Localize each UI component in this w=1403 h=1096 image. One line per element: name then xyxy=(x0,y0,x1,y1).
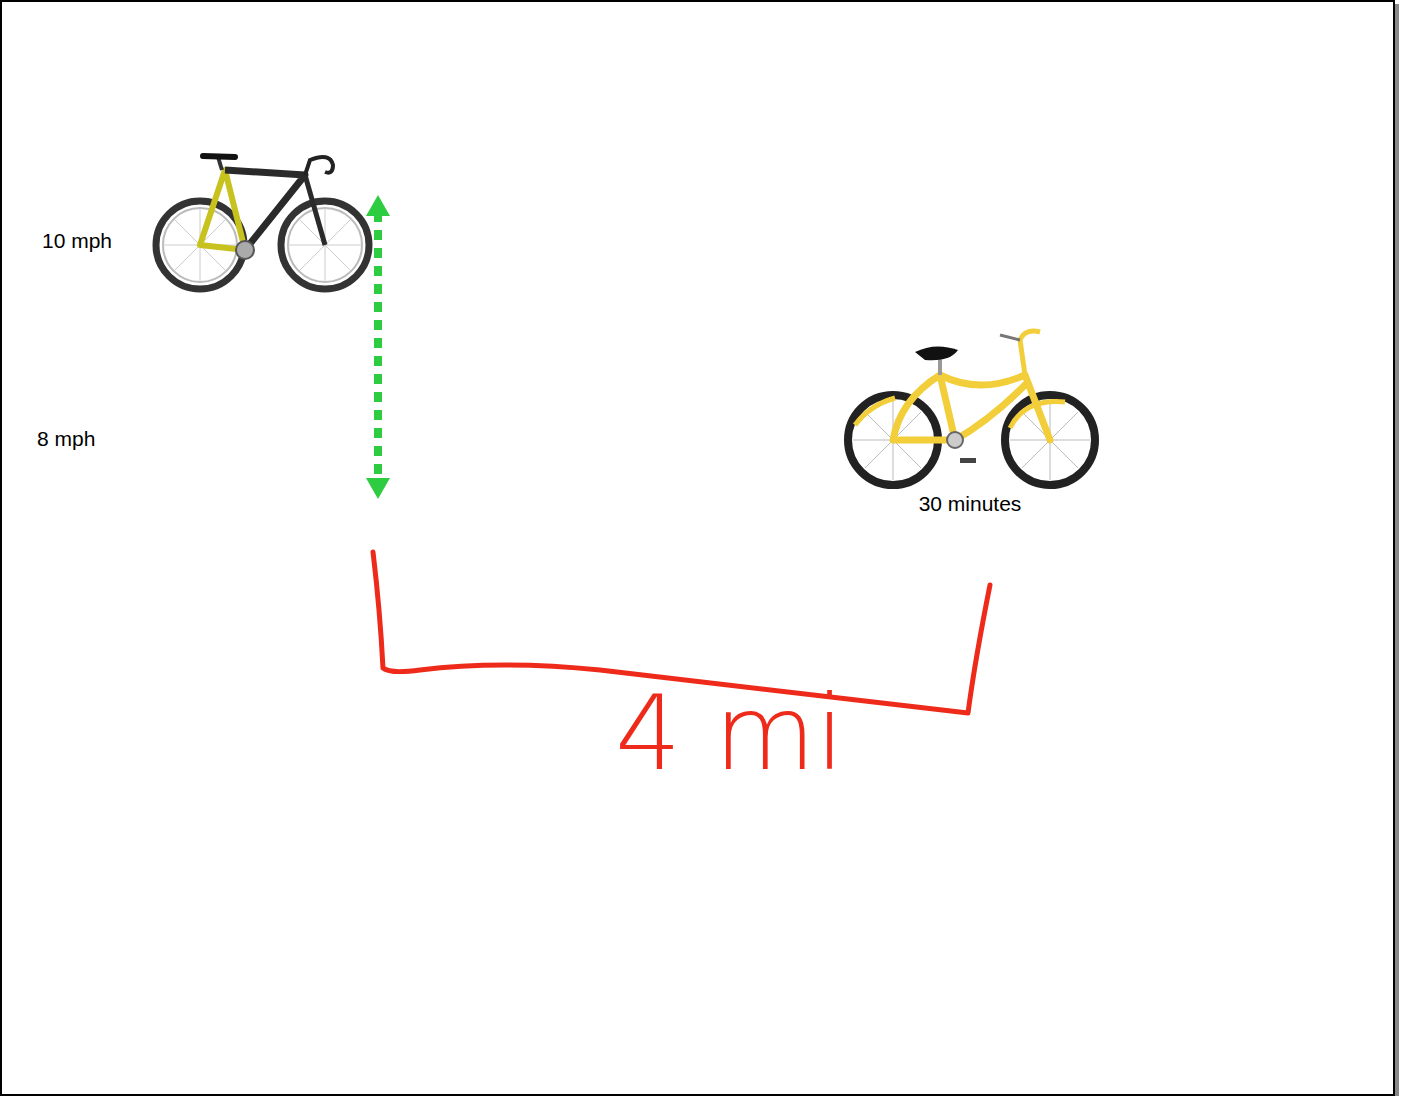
frame-shadow xyxy=(1395,4,1399,1096)
distance-label: 4 mi xyxy=(615,672,844,794)
road-bike xyxy=(156,156,369,289)
time-label: 30 minutes xyxy=(919,492,1022,516)
speed-label: 10 mph xyxy=(42,229,112,253)
speed-label: 8 mph xyxy=(37,427,95,451)
speed-arrow xyxy=(366,195,390,499)
cruiser-bike xyxy=(848,331,1095,485)
